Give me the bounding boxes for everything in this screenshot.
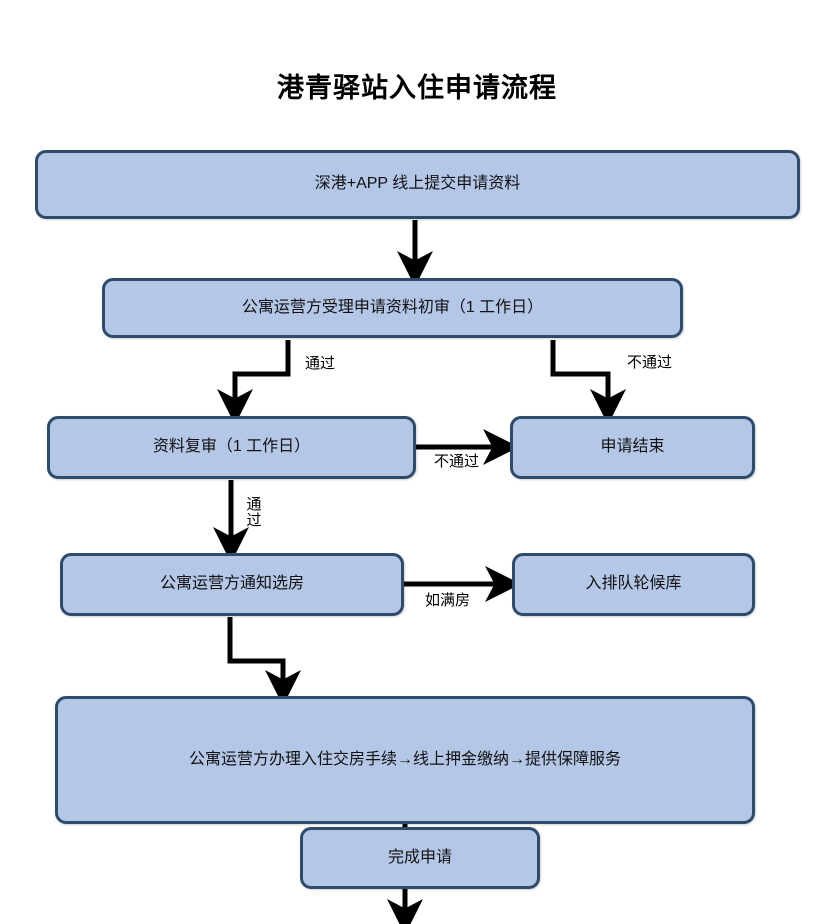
node-submit-application[interactable]: 深港+APP 线上提交申请资料: [35, 150, 800, 219]
connector-initial-review-to-application-end: [550, 340, 626, 425]
node-notify-room-selection[interactable]: 公寓运营方通知选房: [60, 553, 404, 616]
node-application-end-label: 申请结束: [600, 438, 665, 456]
edge-label-pass-initial-review: 通过: [305, 355, 336, 372]
edge-label-pass-second-review: 通过: [246, 496, 262, 529]
node-waiting-list-label: 入排队轮候库: [585, 575, 682, 593]
edge-label-room-full: 如满房: [425, 592, 471, 609]
node-second-review-label: 资料复审（1 工作日）: [152, 438, 311, 456]
node-checkin-procedures-label: 公寓运营方办理入住交房手续→线上押金缴纳→提供保障服务: [188, 750, 621, 768]
node-second-review[interactable]: 资料复审（1 工作日）: [47, 416, 416, 479]
connector-notify-room-to-checkin: [227, 617, 301, 706]
node-complete-application[interactable]: 完成申请: [300, 827, 540, 889]
node-notify-room-selection-label: 公寓运营方通知选房: [159, 575, 304, 593]
page-title: 港青驿站入住申请流程: [277, 73, 557, 103]
connector-initial-review-to-second-review: [217, 340, 291, 425]
node-complete-application-label: 完成申请: [387, 848, 452, 866]
edge-label-fail-initial-review: 不通过: [627, 354, 673, 371]
node-initial-review[interactable]: 公寓运营方受理申请资料初审（1 工作日）: [102, 278, 683, 338]
edge-label-fail-second-review: 不通过: [434, 453, 480, 470]
node-application-end[interactable]: 申请结束: [510, 416, 755, 479]
node-initial-review-label: 公寓运营方受理申请资料初审（1 工作日）: [241, 298, 544, 316]
node-checkin-procedures[interactable]: 公寓运营方办理入住交房手续→线上押金缴纳→提供保障服务: [55, 696, 755, 824]
node-waiting-list[interactable]: 入排队轮候库: [512, 553, 755, 616]
node-submit-application-label: 深港+APP 线上提交申请资料: [314, 175, 521, 193]
